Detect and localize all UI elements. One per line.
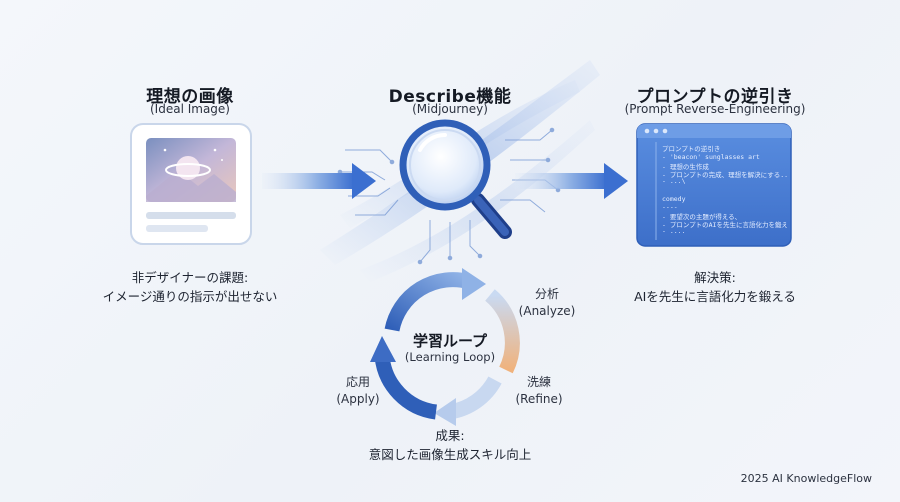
ideal-caption-line2: イメージ通りの指示が出せない (102, 289, 278, 304)
ideal-caption-line1: 非デザイナーの課題: (131, 270, 249, 285)
circuit-lines (337, 127, 561, 265)
step-refine: 洗練 (Refine) (504, 374, 574, 408)
code-line: - プロンプトの完成、理想を解決にする... (662, 171, 787, 179)
result-line1: 成果: (435, 428, 465, 443)
step-apply-label: 応用 (345, 375, 370, 389)
loop-title: 学習ループ (412, 332, 488, 350)
footer-credit: 2025 AI KnowledgeFlow (740, 472, 872, 485)
magnifier-icon (399, 119, 512, 239)
step-refine-label: 洗練 (526, 375, 551, 389)
code-line: プロンプトの逆引き (662, 145, 721, 153)
result-line2: 意図した画像生成スキル向上 (368, 447, 532, 462)
code-line: - 'beacon' sunglasses art (662, 153, 760, 161)
flow-arrow-left (262, 163, 376, 199)
code-line: comedy (662, 195, 686, 203)
ideal-image-card (130, 123, 252, 245)
reverse-caption-line2: AIを先生に言語化力を鍛える (634, 289, 796, 304)
step-analyze-sub: (Analyze) (518, 304, 576, 318)
ideal-subtitle: (Ideal Image) (150, 102, 230, 116)
ideal-title: 理想の画像 (146, 87, 234, 107)
code-line: - .... (662, 227, 686, 235)
code-window-frame (636, 123, 792, 247)
code-line: - 要望次の主題が得える、 (662, 213, 742, 221)
flow-arrow-right (515, 163, 628, 199)
reverse-caption-line1: 解決策: (694, 270, 736, 285)
loop-subtitle: (Learning Loop) (404, 350, 496, 364)
step-analyze: 分析 (Analyze) (512, 286, 582, 320)
code-line: - ...\ (662, 177, 686, 185)
step-analyze-label: 分析 (534, 287, 559, 301)
step-apply-sub: (Apply) (336, 392, 380, 406)
step-apply: 応用 (Apply) (323, 374, 393, 408)
learning-loop-ring (370, 268, 520, 426)
code-line: ---- (662, 203, 678, 211)
reverse-title: プロンプトの逆引き (636, 87, 794, 107)
code-line: - 理想の生作成 (662, 163, 709, 171)
describe-title: Describe機能 (388, 87, 512, 107)
describe-subtitle: (Midjourney) (412, 102, 488, 116)
code-window-text: プロンプトの逆引き - 'beacon' sunglasses art - 理想… (662, 143, 787, 235)
reverse-subtitle: (Prompt Reverse-Engineering) (624, 102, 806, 116)
step-refine-sub: (Refine) (515, 392, 563, 406)
code-line: - プロンプトのAIを先生に言語化力を鍛える (662, 221, 787, 229)
